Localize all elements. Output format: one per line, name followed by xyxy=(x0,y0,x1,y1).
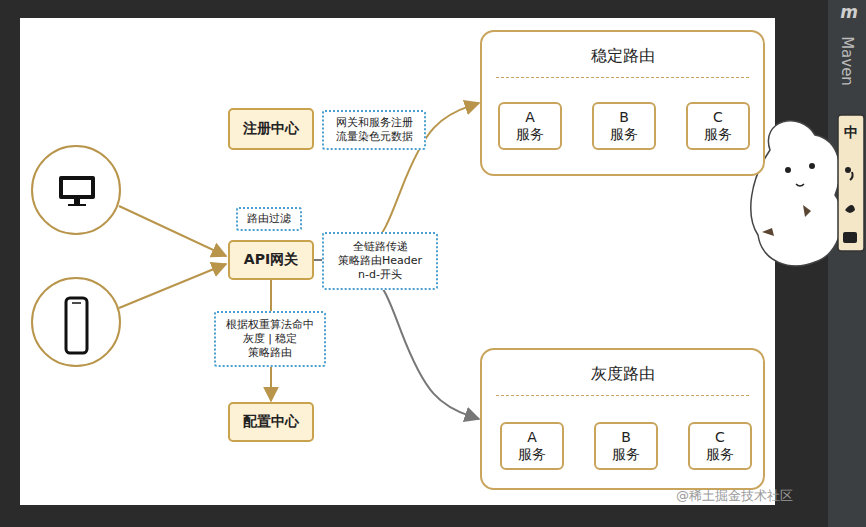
maven-logo xyxy=(836,2,858,22)
node-text: B 服务 xyxy=(609,109,639,144)
logo-letter: m xyxy=(840,2,858,22)
cartoon-eye xyxy=(785,167,791,173)
node-text: API网关 xyxy=(244,251,298,269)
sidebar-title: Maven xyxy=(838,36,856,86)
node-text: B 服务 xyxy=(611,429,641,464)
watermark: @稀土掘金技术社区 xyxy=(676,487,826,505)
node-text: C 服务 xyxy=(705,429,735,464)
service-box: A 服务 xyxy=(500,422,564,470)
client-circle xyxy=(32,278,120,366)
gateway-box: API网关 xyxy=(228,240,314,280)
cartoon-eye xyxy=(809,163,815,169)
node-text: 灰度路由 xyxy=(496,364,749,396)
note-callout: 根据权重算法命中 灰度 | 稳定 策略路由 xyxy=(214,311,326,367)
client-arrow xyxy=(119,206,226,256)
monitor-screen xyxy=(63,180,91,195)
phone-icon xyxy=(66,298,87,353)
node-text: 全链路传递 策略路由Header n-d-开头 xyxy=(333,240,427,283)
monitor-stand xyxy=(74,199,80,204)
client-circle xyxy=(32,146,120,234)
note-callout: 网关和服务注册 流量染色元数据 xyxy=(322,110,426,150)
toolbar-char: 中 xyxy=(841,124,861,142)
service-box: A 服务 xyxy=(498,102,562,150)
service-box: C 服务 xyxy=(686,102,750,150)
cartoon-mouth xyxy=(796,184,804,186)
toolbar-strip xyxy=(838,115,864,251)
node-text: 稳定路由 xyxy=(496,46,749,78)
registry-box: 注册中心 xyxy=(228,108,314,150)
note-callout: 路由过滤 xyxy=(236,207,302,231)
config-box: 配置中心 xyxy=(228,402,314,442)
note-callout: 全链路传递 策略路由Header n-d-开头 xyxy=(322,232,438,290)
monitor-base xyxy=(68,204,86,206)
toolbar-icon xyxy=(843,232,857,243)
phone-speaker xyxy=(72,302,81,304)
route-group: 灰度路由 A 服务 B 服务 C 服务 xyxy=(480,348,765,490)
node-text: 配置中心 xyxy=(243,413,299,431)
node-text: C 服务 xyxy=(703,109,733,144)
route-group: 稳定路由 A 服务 B 服务 C 服务 xyxy=(480,30,765,176)
node-text: A 服务 xyxy=(515,109,545,144)
monitor-icon xyxy=(59,176,95,199)
toolbar-icon xyxy=(845,167,851,173)
toolbar-icon xyxy=(850,172,853,180)
client-arrow xyxy=(119,264,226,308)
node-text: 路由过滤 xyxy=(247,212,291,226)
node-text: 根据权重算法命中 灰度 | 稳定 策略路由 xyxy=(225,318,315,361)
node-text: 注册中心 xyxy=(243,120,299,138)
cartoon-hand xyxy=(803,205,811,217)
service-box: C 服务 xyxy=(688,422,752,470)
service-box: B 服务 xyxy=(592,102,656,150)
cartoon-hand xyxy=(762,228,774,236)
service-box: B 服务 xyxy=(594,422,658,470)
toolbar-icon xyxy=(845,205,855,213)
node-text: 网关和服务注册 流量染色元数据 xyxy=(333,116,415,145)
node-text: A 服务 xyxy=(517,429,547,464)
